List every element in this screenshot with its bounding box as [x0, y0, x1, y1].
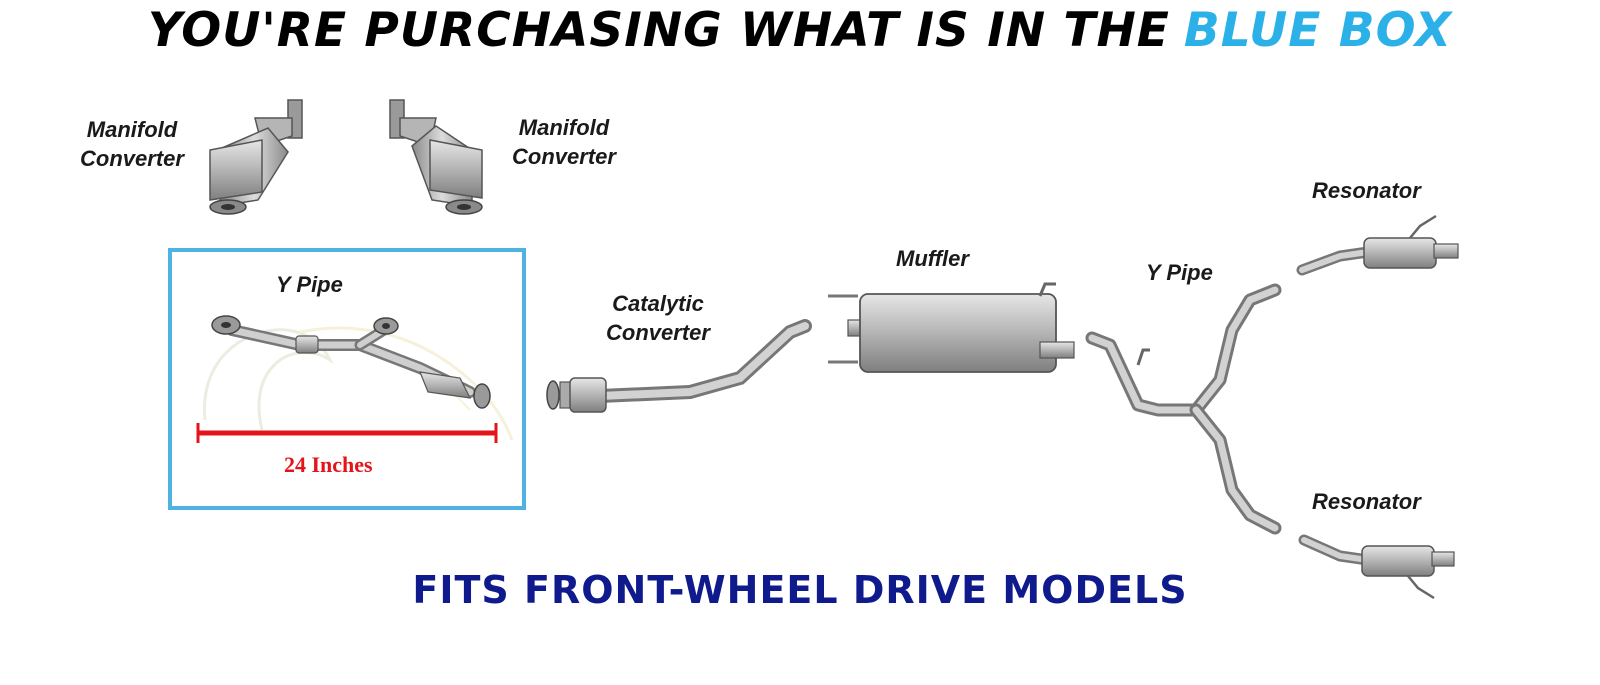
headline: YOU'RE PURCHASING WHAT IS IN THE BLUE BO… — [0, 0, 1600, 60]
headline-text: YOU'RE PURCHASING WHAT IS IN THE — [147, 2, 1170, 58]
label-resonator-top: Resonator — [1312, 178, 1421, 203]
manifold-converter-left-part — [209, 99, 303, 215]
label-resonator-bottom: Resonator — [1312, 489, 1421, 514]
dimension-label: 24 Inches — [284, 452, 373, 477]
label-y-pipe-rear: Y Pipe — [1146, 260, 1213, 285]
manifold-converter-right-part — [389, 99, 483, 215]
label-line: Catalytic — [612, 291, 704, 316]
label-line: Manifold — [518, 115, 610, 140]
muffler-part — [828, 282, 1075, 373]
label-line: Converter — [512, 144, 616, 169]
label-line: Converter — [606, 320, 710, 345]
headline-accent: BLUE BOX — [1183, 2, 1453, 58]
label-manifold-converter-left: Manifold Converter — [62, 115, 202, 173]
fits-models-text: FITS FRONT-WHEEL DRIVE MODELS — [412, 568, 1188, 612]
catalytic-converter-part — [546, 319, 812, 413]
label-y-pipe-boxed: Y Pipe — [276, 272, 343, 297]
label-catalytic-converter: Catalytic Converter — [588, 289, 728, 347]
label-line: Manifold — [86, 117, 178, 142]
label-line: Converter — [80, 146, 184, 171]
resonator-top-part — [1296, 214, 1459, 276]
blue-highlight-box — [168, 248, 526, 510]
y-pipe-front-part — [211, 315, 491, 409]
resonator-bottom-part — [1298, 534, 1455, 600]
y-pipe-rear-part — [1085, 283, 1282, 535]
label-manifold-converter-right: Manifold Converter — [494, 113, 634, 171]
label-muffler: Muffler — [896, 246, 969, 271]
dimension-line — [196, 423, 498, 443]
